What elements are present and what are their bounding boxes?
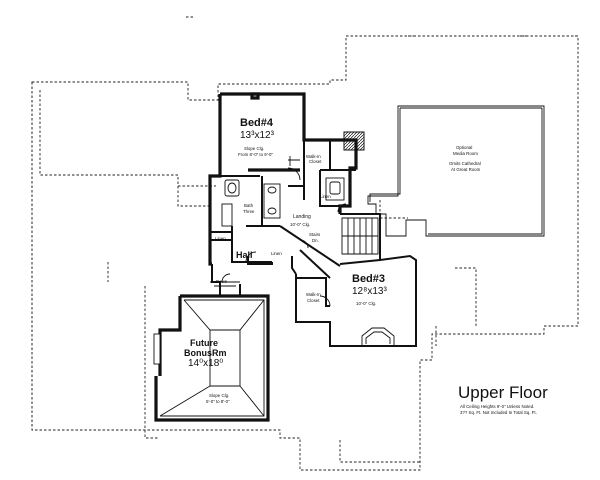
bonus-note1: Slope Clg. xyxy=(209,393,229,398)
bed3-name: Bed#3 xyxy=(352,273,385,285)
media-line4: At Great Room xyxy=(451,167,481,172)
walkin-top-line2: Closet xyxy=(309,159,322,164)
lower-floor-outline xyxy=(31,16,579,471)
walkin-bottom-line2: Closet xyxy=(307,298,320,303)
media-line1: Optional xyxy=(456,145,472,150)
linen-right: Linen xyxy=(320,194,331,199)
bed4-name: Bed#4 xyxy=(240,117,274,129)
plan-title: Upper Floor xyxy=(458,383,548,402)
walkin-bottom-line1: Walk-In xyxy=(306,292,321,297)
bath-line2: Three xyxy=(243,209,255,214)
bed3-size: 12⁸x13³ xyxy=(352,286,387,297)
bed4-size: 13³x12³ xyxy=(240,130,275,141)
bonus-room xyxy=(153,281,270,422)
bed3-bay-window xyxy=(361,327,395,346)
linen-left: Linen xyxy=(215,236,226,241)
bonus-name1: Future xyxy=(190,338,218,348)
media-room-outline xyxy=(367,105,545,237)
landing-line2: 10'-0" Clg. xyxy=(290,222,310,227)
down-label: Down xyxy=(216,279,228,284)
stairs-line1: Stairs xyxy=(309,232,321,237)
media-line3: Omits Cathedral xyxy=(449,161,481,166)
linen-mid: Linen xyxy=(271,251,282,256)
landing-line1: Landing xyxy=(293,214,311,220)
bed4-note2: From 8'-0" to 9'-0" xyxy=(238,152,273,157)
title-block: Upper Floor All Ceiling Heights 9'-0" Un… xyxy=(458,383,548,415)
door-swings xyxy=(221,167,347,307)
stairs-symbol xyxy=(341,217,379,255)
bonus-name2: BonusRm xyxy=(184,348,227,358)
upper-floor-walls xyxy=(208,92,417,347)
bed3-note: 10'-0" Clg. xyxy=(356,301,376,306)
stairs-line2: Dn. xyxy=(312,238,319,243)
bonus-note2: 5'-0" to 8'-0" xyxy=(206,399,230,404)
bath-line1: Bath xyxy=(244,203,254,208)
media-line2: Media Room xyxy=(453,151,478,156)
plan-note2: 3?? Sq. Ft. Not Included In Total Sq. Ft… xyxy=(460,410,537,415)
room-labels: Bed#4 13³x12³ Slope Clg. From 8'-0" to 9… xyxy=(184,117,481,404)
plan-note1: All Ceiling Heights 9'-0" Unless Noted. xyxy=(460,404,534,409)
bath-fixtures xyxy=(221,156,345,227)
bonus-size: 14⁰x18⁰ xyxy=(188,358,223,369)
walkin-top-line1: Walk-In xyxy=(306,154,321,159)
bed4-note1: Slope Clg. xyxy=(244,146,264,151)
hall-label: Hall xyxy=(236,250,253,260)
